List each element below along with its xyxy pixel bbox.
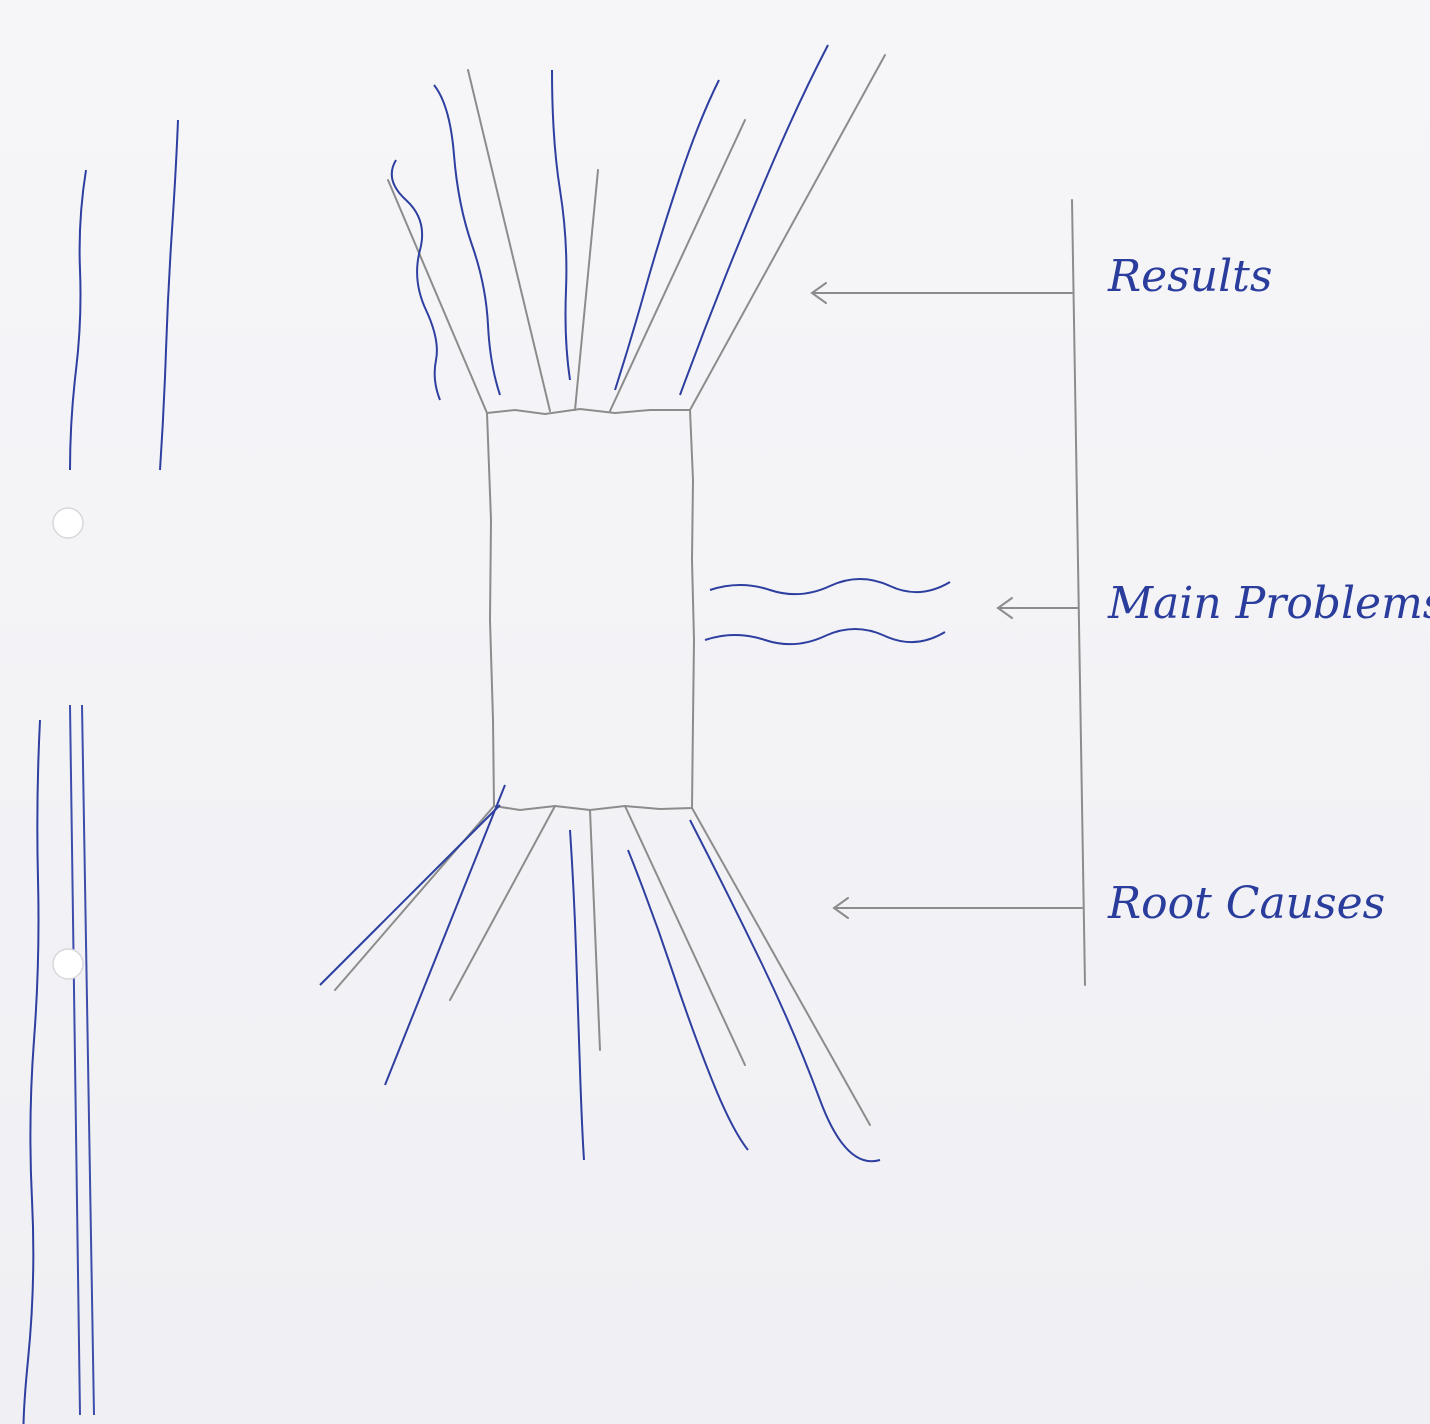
result-branch-5 — [689, 54, 886, 411]
root-causes-label: Root Causes — [1108, 878, 1386, 929]
result-branch-2 — [467, 69, 551, 412]
cause-branch-2 — [449, 805, 556, 1001]
margin-rule — [22, 704, 95, 1424]
results-label: Results — [1108, 251, 1273, 302]
main-problems-label: Main Problems — [1108, 578, 1430, 629]
root-causes-arrow — [832, 897, 1083, 919]
handwritten-branch-annotations — [69, 44, 951, 1163]
legend-bracket-line — [1071, 199, 1086, 986]
cause-branch-4 — [624, 805, 746, 1066]
result-branch-1 — [387, 179, 488, 414]
root-cause-branches — [334, 805, 871, 1126]
cause-branch-5 — [691, 807, 871, 1126]
main-problem-box — [485, 407, 696, 812]
result-branches — [387, 54, 886, 414]
punch-hole-bottom — [52, 948, 84, 980]
result-branch-4 — [609, 119, 746, 412]
cause-branch-3 — [589, 809, 601, 1051]
punch-hole-top — [52, 507, 84, 539]
main-problems-arrow — [996, 597, 1079, 619]
result-branch-3 — [574, 169, 599, 411]
results-arrow — [810, 282, 1073, 304]
